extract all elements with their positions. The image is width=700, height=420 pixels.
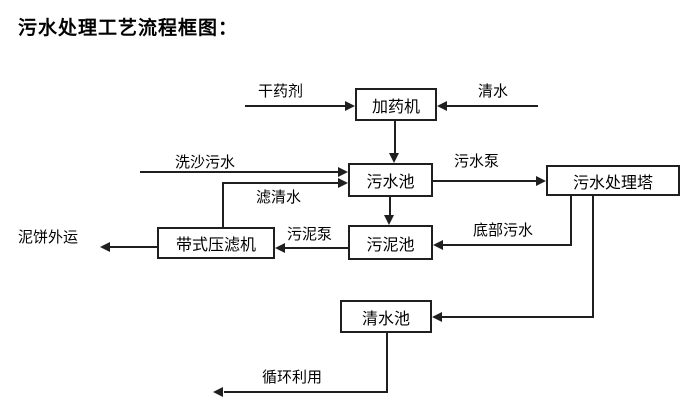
arrowhead-dry-agent-into-dosing — [345, 101, 355, 111]
node-belt-filter-press-label: 带式压滤机 — [175, 237, 256, 254]
node-treatment-tower-label: 污水处理塔 — [572, 174, 653, 192]
node-clean-water-pool: 清水池 — [340, 300, 432, 333]
edge-tower-to-clean-pool-line — [441, 316, 594, 318]
edge-tower-bottom-sewage-drop-line — [570, 195, 572, 246]
flow-label-sewage-pump: 污水泵 — [454, 153, 500, 170]
node-belt-filter-press: 带式压滤机 — [157, 227, 275, 259]
edge-sewage-pool-to-sludge-pool-line — [389, 196, 391, 216]
node-sludge-pool: 污泥池 — [348, 225, 433, 260]
arrowhead-sand-into-sewage-pool — [338, 167, 348, 177]
node-dosing-machine-label: 加药机 — [371, 98, 420, 116]
arrowhead-into-belt-filter-press — [275, 243, 285, 253]
node-sewage-pool-label: 污水池 — [366, 174, 415, 191]
arrowhead-recycle-out — [213, 387, 223, 397]
flow-label-dry-agent: 干药剂 — [258, 83, 304, 100]
edge-sand-washing-line — [140, 171, 339, 173]
edge-dry-agent-line — [245, 105, 346, 107]
flow-label-bottom-sewage: 底部污水 — [473, 222, 534, 239]
edge-tower-clean-pool-drop-line — [592, 195, 594, 318]
node-treatment-tower: 污水处理塔 — [546, 165, 680, 196]
arrowhead-into-sludge-pool-top — [384, 215, 394, 225]
arrowhead-into-clean-water-pool — [432, 312, 442, 322]
flow-label-filtered-water: 滤清水 — [256, 189, 302, 206]
edge-clean-pool-recycle-drop-line — [386, 332, 388, 393]
edge-recycle-line — [224, 391, 386, 393]
node-clean-water-pool-label: 清水池 — [361, 310, 410, 328]
flow-label-recycle-use: 循环利用 — [262, 369, 323, 386]
arrowhead-clean-water-into-dosing — [437, 101, 447, 111]
flow-label-sludge-pump: 污泥泵 — [287, 226, 333, 243]
edge-dosing-to-sewage-pool-line — [394, 120, 396, 154]
page-title: 污水处理工艺流程框图： — [18, 18, 239, 39]
edge-sewage-pump-line — [433, 180, 537, 182]
edge-clean-water-line — [443, 105, 538, 107]
flow-label-clean-water: 清水 — [478, 83, 509, 100]
edge-mud-cake-line — [109, 246, 157, 248]
edge-bottom-sewage-line — [442, 244, 572, 246]
arrowhead-mud-cake-out — [100, 242, 110, 252]
arrowhead-dosing-into-sewage-pool — [389, 153, 399, 163]
node-sludge-pool-label: 污泥池 — [366, 236, 415, 254]
edge-sludge-pump-line — [284, 247, 348, 249]
arrowhead-bottom-sewage-into-sludge-pool — [433, 240, 443, 250]
arrowhead-filtered-into-sewage-pool — [338, 178, 348, 188]
node-dosing-machine: 加药机 — [355, 88, 437, 121]
edge-press-to-filtered-water-line — [222, 182, 224, 227]
node-sewage-pool: 污水池 — [348, 163, 433, 197]
flow-label-sand-washing-sewage: 洗沙污水 — [175, 154, 236, 171]
arrowhead-into-treatment-tower — [536, 176, 546, 186]
edge-filtered-water-line — [222, 182, 339, 184]
flow-label-mud-cake-out: 泥饼外运 — [18, 229, 79, 246]
